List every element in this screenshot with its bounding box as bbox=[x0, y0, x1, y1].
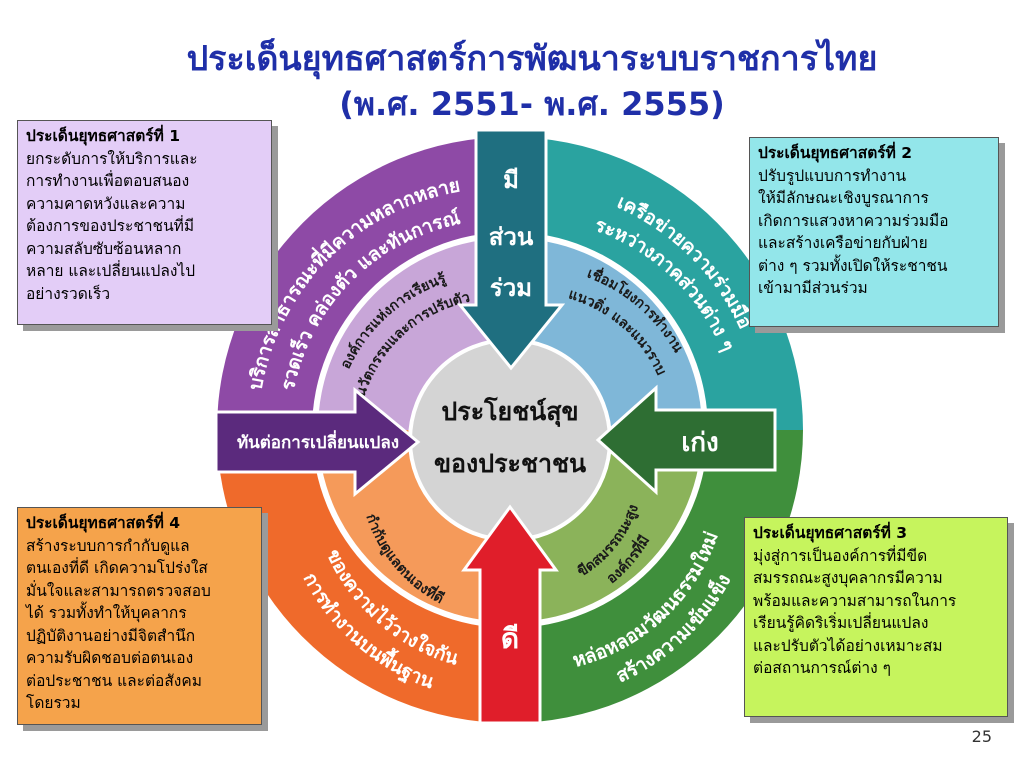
arrow-bottom-label: ดี bbox=[501, 622, 519, 655]
strategy-box-1: ประเด็นยุทธศาสตร์ที่ 1 ยกระดับการให้บริก… bbox=[17, 120, 272, 325]
strategy-4-text: สร้างระบบการกำกับดูแล ตนเองที่ดี เกิดควา… bbox=[26, 536, 211, 713]
title-line-2: (พ.ศ. 2551- พ.ศ. 2555) bbox=[339, 85, 725, 123]
arrow-left-label: ทันต่อการเปลี่ยนแปลง bbox=[237, 430, 399, 453]
center-line-2: ของประชาชน bbox=[434, 449, 586, 478]
strategy-4-heading: ประเด็นยุทธศาสตร์ที่ 4 bbox=[26, 514, 181, 532]
strategy-2-text: ปรับรูปแบบการทำงาน ให้มีลักษณะเชิงบูรณาก… bbox=[758, 166, 949, 298]
arrow-top bbox=[456, 128, 566, 371]
strategy-2-heading: ประเด็นยุทธศาสตร์ที่ 2 bbox=[758, 144, 913, 162]
strategy-box-2: ประเด็นยุทธศาสตร์ที่ 2 ปรับรูปแบบการทำงา… bbox=[749, 137, 999, 327]
strategy-1-text: ยกระดับการให้บริการและ การทำงานเพื่อตอบส… bbox=[26, 149, 198, 303]
strategy-3-text: มุ่งสู่การเป็นองค์การที่มีขีด สมรรถณะสูง… bbox=[753, 546, 957, 678]
arrow-top-label-1: มี bbox=[503, 166, 519, 194]
strategy-box-3: ประเด็นยุทธศาสตร์ที่ 3 มุ่งสู่การเป็นองค… bbox=[744, 517, 1008, 717]
arrow-bottom bbox=[461, 504, 559, 725]
arrow-left bbox=[214, 386, 421, 498]
arrow-top-label-2: ส่วน bbox=[489, 223, 534, 251]
slide-title: ประเด็นยุทธศาสตร์การพัฒนาระบบราชการไทย (… bbox=[0, 36, 1024, 126]
strategy-1-heading: ประเด็นยุทธศาสตร์ที่ 1 bbox=[26, 127, 181, 145]
arrow-right bbox=[595, 384, 777, 496]
strategy-box-4: ประเด็นยุทธศาสตร์ที่ 4 สร้างระบบการกำกับ… bbox=[17, 507, 262, 725]
strategy-3-heading: ประเด็นยุทธศาสตร์ที่ 3 bbox=[753, 524, 908, 542]
page-number: 25 bbox=[971, 727, 992, 746]
arrow-top-label-3: ร่วม bbox=[490, 274, 532, 302]
center-line-1: ประโยชน์สุข bbox=[441, 396, 578, 428]
title-line-1: ประเด็นยุทธศาสตร์การพัฒนาระบบราชการไทย bbox=[186, 39, 878, 79]
arrow-right-label: เก่ง bbox=[681, 428, 718, 458]
